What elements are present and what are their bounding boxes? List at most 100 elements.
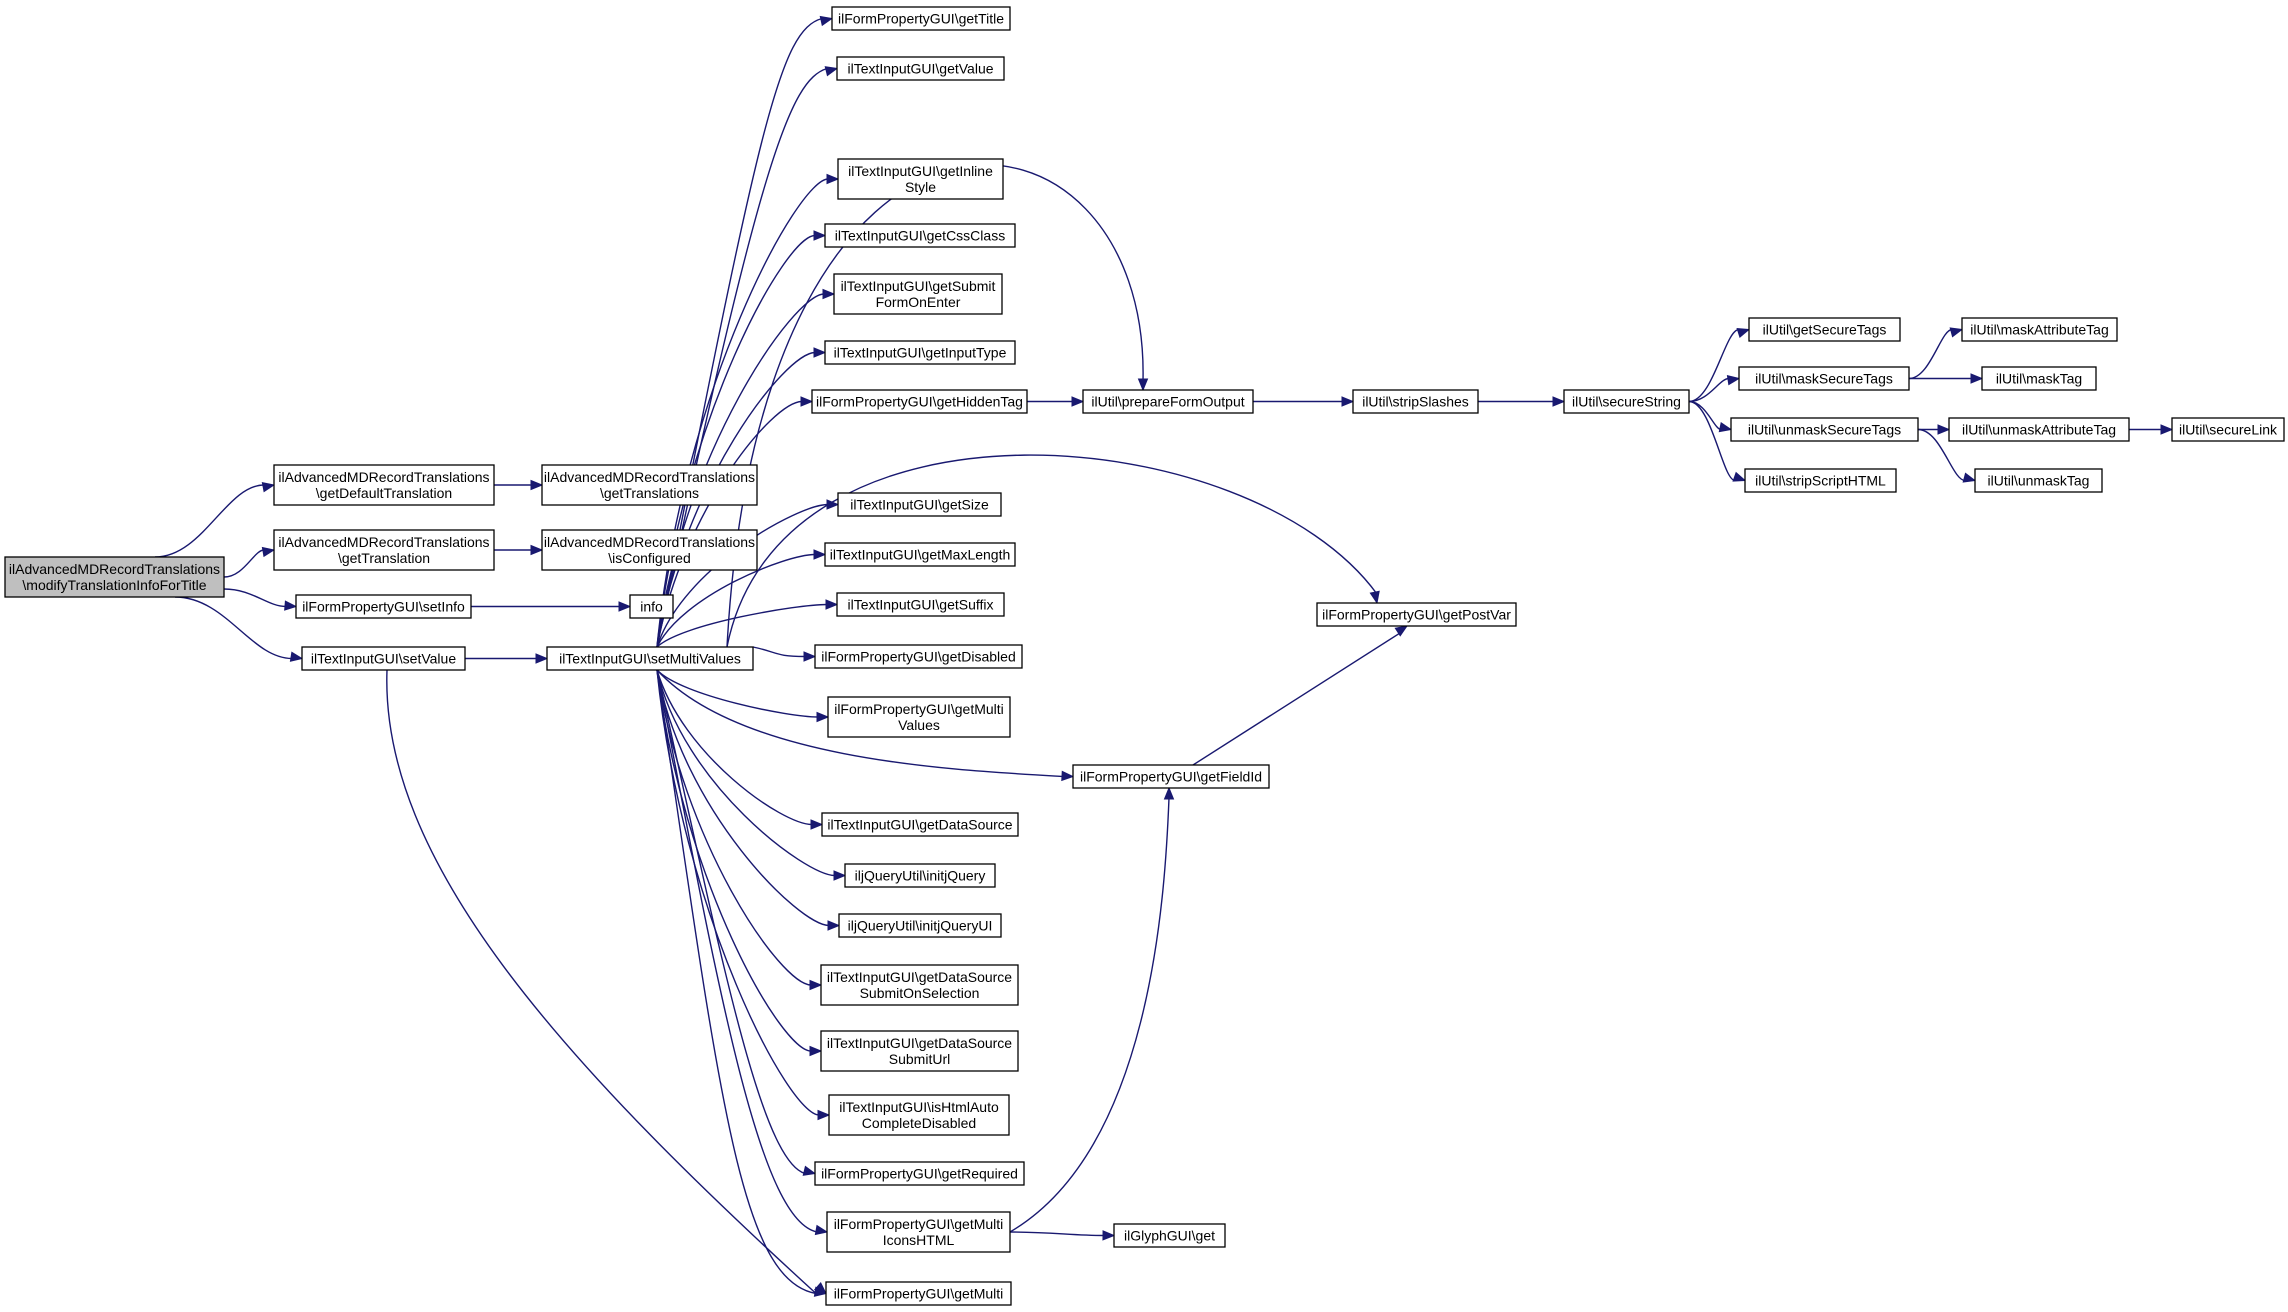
edge-arrowhead [1137, 378, 1149, 392]
node-setMultiValues[interactable]: ilTextInputGUI\setMultiValues [546, 646, 754, 671]
node-getFieldId[interactable]: ilFormPropertyGUI\getFieldId [1072, 764, 1270, 789]
node-label-line: ilUtil\prepareFormOutput [1091, 394, 1244, 410]
node-getPostVar[interactable]: ilFormPropertyGUI\getPostVar [1316, 602, 1517, 627]
edge-arrowhead [816, 711, 830, 723]
node-getHiddenTag[interactable]: ilFormPropertyGUI\getHiddenTag [811, 389, 1028, 414]
node-box [1961, 317, 2118, 342]
node-getCssClass[interactable]: ilTextInputGUI\getCssClass [824, 223, 1016, 248]
edge-setMultiValues-to-initjQuery [656, 669, 847, 881]
nodes-layer: ilAdvancedMDRecordTranslations\modifyTra… [4, 6, 2285, 1306]
edge-arrowhead [284, 600, 298, 611]
edge-line [386, 669, 817, 1295]
edge-line [223, 549, 265, 578]
edge-stripSlashes-to-secureString [1478, 396, 1566, 407]
node-label-line: ilFormPropertyGUI\getFieldId [1080, 769, 1262, 785]
node-maskAttributeTag[interactable]: ilUtil\maskAttributeTag [1961, 317, 2118, 342]
node-box [273, 529, 495, 571]
node-box [833, 273, 1003, 315]
edge-arrowhead [826, 173, 840, 185]
edge-setValue-to-getMulti [386, 669, 827, 1295]
edge-arrowhead [1163, 786, 1175, 800]
node-getInputType[interactable]: ilTextInputGUI\getInputType [824, 340, 1016, 365]
node-stripSlashes[interactable]: ilUtil\stripSlashes [1352, 389, 1479, 414]
node-unmaskTag[interactable]: ilUtil\unmaskTag [1974, 468, 2103, 493]
node-getDisabled[interactable]: ilFormPropertyGUI\getDisabled [814, 644, 1023, 669]
node-getTitle[interactable]: ilFormPropertyGUI\getTitle [831, 6, 1011, 31]
edge-line [656, 669, 836, 877]
node-label-line: ilFormPropertyGUI\getHiddenTag [816, 394, 1023, 410]
node-initjQueryUI[interactable]: iljQueryUtil\initjQueryUI [838, 913, 1002, 938]
node-getTranslation[interactable]: ilAdvancedMDRecordTranslations\getTransl… [273, 529, 495, 571]
node-label-line: ilUtil\unmaskAttributeTag [1962, 422, 2116, 438]
edge-arrowhead [261, 482, 276, 493]
edge-line [1917, 428, 1966, 482]
node-prepareFormOutput[interactable]: ilUtil\prepareFormOutput [1082, 389, 1254, 414]
node-isConfigured[interactable]: ilAdvancedMDRecordTranslations\isConfigu… [541, 529, 758, 571]
node-secureString[interactable]: ilUtil\secureString [1563, 389, 1690, 414]
edge-arrowhead [1102, 1230, 1116, 1241]
node-label-line: ilFormPropertyGUI\getMulti [834, 1286, 1004, 1302]
node-getMulti[interactable]: ilFormPropertyGUI\getMulti [825, 1281, 1012, 1306]
node-initjQuery[interactable]: iljQueryUtil\initjQuery [844, 863, 996, 888]
node-secureLink[interactable]: ilUtil\secureLink [2171, 417, 2285, 442]
node-unmaskAttributeTag[interactable]: ilUtil\unmaskAttributeTag [1948, 417, 2130, 442]
node-getValue[interactable]: ilTextInputGUI\getValue [836, 56, 1005, 81]
edge-arrowhead [833, 870, 847, 881]
node-box [820, 964, 1019, 1006]
node-stripScriptHTML[interactable]: ilUtil\stripScriptHTML [1744, 468, 1897, 493]
node-maskSecureTags[interactable]: ilUtil\maskSecureTags [1738, 366, 1910, 391]
node-getTranslations[interactable]: ilAdvancedMDRecordTranslations\getTransl… [541, 464, 758, 506]
edge-modifyTI-to-getTranslation [223, 546, 276, 578]
node-info[interactable]: info [629, 594, 674, 619]
node-label-line: Style [905, 179, 936, 195]
node-label-line: ilTextInputGUI\isHtmlAuto [839, 1099, 999, 1115]
node-label-line: ilFormPropertyGUI\getRequired [821, 1166, 1018, 1182]
edge-setMultiValues-to-getDataSource [656, 669, 824, 830]
node-box [824, 542, 1016, 567]
node-unmaskSecureTags[interactable]: ilUtil\unmaskSecureTags [1730, 417, 1919, 442]
edge-line [656, 669, 830, 927]
node-label-line: ilAdvancedMDRecordTranslations [544, 469, 755, 485]
node-getDataSource[interactable]: ilTextInputGUI\getDataSource [821, 812, 1019, 837]
node-ilGlyphGet[interactable]: ilGlyphGUI\get [1113, 1223, 1226, 1248]
node-box [837, 158, 1004, 200]
node-getMaxLength[interactable]: ilTextInputGUI\getMaxLength [824, 542, 1016, 567]
node-label-line: ilAdvancedMDRecordTranslations [544, 534, 755, 550]
node-box [836, 56, 1005, 81]
node-getDataSourceSubmitOnSelection[interactable]: ilTextInputGUI\getDataSourceSubmitOnSele… [820, 964, 1019, 1006]
node-label-line: ilTextInputGUI\getInputType [834, 345, 1007, 361]
edge-setMultiValues-to-getRequired [656, 669, 817, 1176]
node-setInfo[interactable]: ilFormPropertyGUI\setInfo [295, 594, 472, 619]
edge-maskSecureTags-to-maskAttributeTag [1908, 327, 1964, 380]
edge-maskSecureTags-to-maskTag [1909, 373, 1984, 384]
node-box [1072, 764, 1270, 789]
node-label-line: SubmitOnSelection [860, 985, 980, 1001]
node-getRequired[interactable]: ilFormPropertyGUI\getRequired [814, 1161, 1025, 1186]
edge-arrowhead [825, 599, 839, 610]
node-label-line: \getDefaultTranslation [316, 485, 452, 501]
node-label-line: ilAdvancedMDRecordTranslations [278, 469, 489, 485]
edge-arrowhead [1394, 625, 1409, 637]
node-modifyTI[interactable]: ilAdvancedMDRecordTranslations\modifyTra… [4, 556, 225, 598]
node-isHtmlAutoCompleteDisabled[interactable]: ilTextInputGUI\isHtmlAutoCompleteDisable… [828, 1094, 1010, 1136]
node-setValue[interactable]: ilTextInputGUI\setValue [301, 646, 466, 671]
edge-arrowhead [1736, 327, 1751, 338]
node-getSuffix[interactable]: ilTextInputGUI\getSuffix [836, 592, 1005, 617]
node-box [1563, 389, 1690, 414]
edge-line [656, 669, 812, 986]
edge-setValue-to-setMultiValues [465, 653, 549, 664]
edge-arrowhead [530, 479, 544, 491]
edge-arrowhead [813, 347, 827, 358]
node-box [546, 646, 754, 671]
node-getSecureTags[interactable]: ilUtil\getSecureTags [1748, 317, 1901, 342]
edge-setMultiValues-to-getFieldId [656, 669, 1075, 782]
node-maskTag[interactable]: ilUtil\maskTag [1981, 366, 2097, 391]
node-label-line: ilUtil\stripScriptHTML [1755, 473, 1886, 489]
node-getSize[interactable]: ilTextInputGUI\getSize [837, 492, 1002, 517]
node-getDefaultTranslation[interactable]: ilAdvancedMDRecordTranslations\getDefaul… [273, 464, 495, 506]
